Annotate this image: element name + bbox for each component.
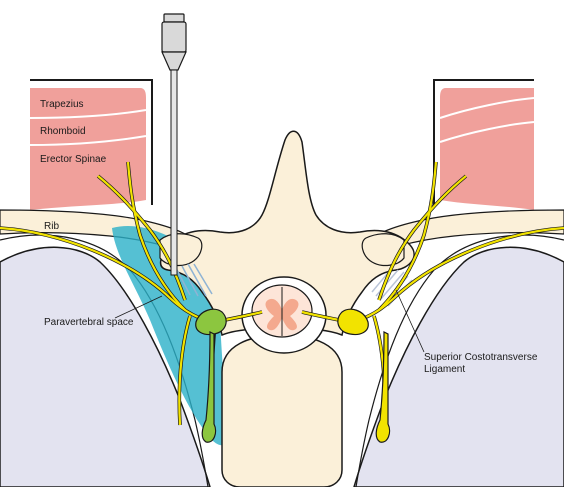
label-ligament-line1: Superior Costotransverse	[424, 352, 538, 363]
needle-taper	[162, 52, 186, 70]
label-ligament-line2: Ligament	[424, 364, 465, 375]
label-trapezius: Trapezius	[40, 99, 84, 110]
needle-hub	[162, 22, 186, 52]
right-ganglion	[338, 309, 368, 334]
vertebral-body	[222, 335, 342, 487]
needle-shaft	[171, 70, 177, 275]
label-paravertebral-space: Paravertebral space	[44, 317, 134, 328]
label-rib: Rib	[44, 221, 59, 232]
needle-hub-cap	[164, 14, 184, 22]
label-erector-spinae: Erector Spinae	[40, 154, 107, 165]
label-rhomboid: Rhomboid	[40, 126, 86, 137]
